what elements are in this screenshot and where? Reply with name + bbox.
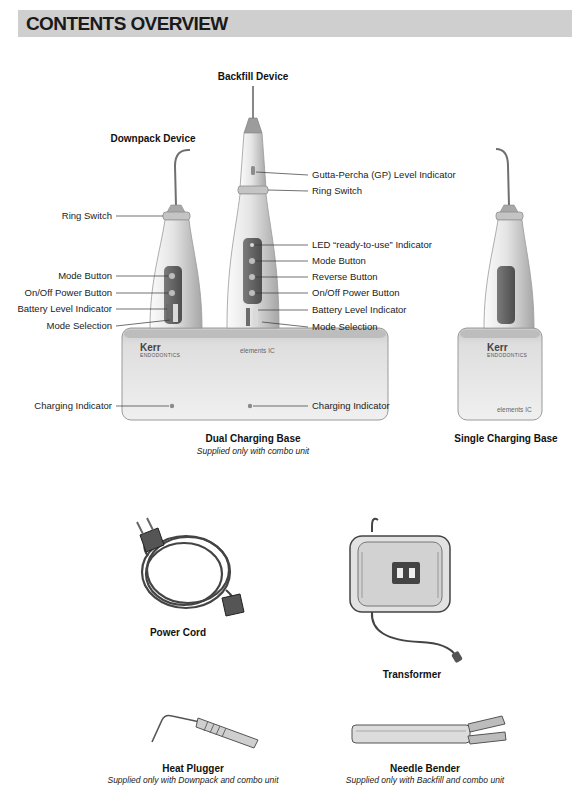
product-name: elements IC [240, 347, 275, 354]
device-name: Downpack Device [110, 133, 195, 144]
part-label: Charging Indicator [34, 401, 112, 411]
needle-bender [352, 716, 506, 744]
single-device [484, 149, 534, 328]
transformer [350, 519, 463, 663]
heat-plugger [152, 716, 258, 749]
leader-lines [116, 172, 308, 406]
part-label: LED “ready-to-use” Indicator [312, 240, 432, 250]
part-label: On/Off Power Button [25, 288, 112, 298]
part-label: Reverse Button [312, 272, 377, 282]
part-label: Charging Indicator [312, 401, 390, 411]
backfill-device [227, 86, 279, 328]
part-label: Battery Level Indicator [312, 305, 407, 315]
item-name: Single Charging Base [454, 433, 557, 444]
supply-note: Supplied only with Downpack and combo un… [107, 776, 278, 785]
part-label: Ring Switch [62, 211, 112, 221]
item-name: Transformer [383, 669, 441, 680]
brand-subline: ENDODONTICS [487, 353, 527, 359]
single-base [458, 328, 542, 420]
brand-subline: ENDODONTICS [140, 353, 180, 359]
brand-logo: Kerr [487, 342, 508, 353]
brand-logo: Kerr [140, 342, 161, 353]
supply-note: Supplied only with Backfill and combo un… [346, 776, 504, 785]
device-name: Backfill Device [218, 71, 289, 82]
part-label: On/Off Power Button [312, 288, 399, 298]
part-label: Mode Button [58, 271, 112, 281]
item-name: Needle Bender [390, 763, 460, 774]
item-name: Dual Charging Base [205, 433, 300, 444]
part-label: Ring Switch [312, 186, 362, 196]
part-label: Mode Selection [312, 322, 377, 332]
item-name: Power Cord [150, 627, 206, 638]
page-title: CONTENTS OVERVIEW [26, 10, 228, 37]
item-name: Heat Plugger [162, 763, 224, 774]
downpack-device [150, 150, 202, 328]
part-label: Battery Level Indicator [17, 304, 112, 314]
supply-note: Supplied only with combo unit [197, 447, 309, 456]
power-plugs [137, 518, 244, 616]
part-label: Gutta-Percha (GP) Level Indicator [312, 170, 456, 180]
product-name: elements IC [497, 406, 532, 413]
part-label: Mode Button [312, 256, 366, 266]
part-label: Mode Selection [47, 321, 112, 331]
